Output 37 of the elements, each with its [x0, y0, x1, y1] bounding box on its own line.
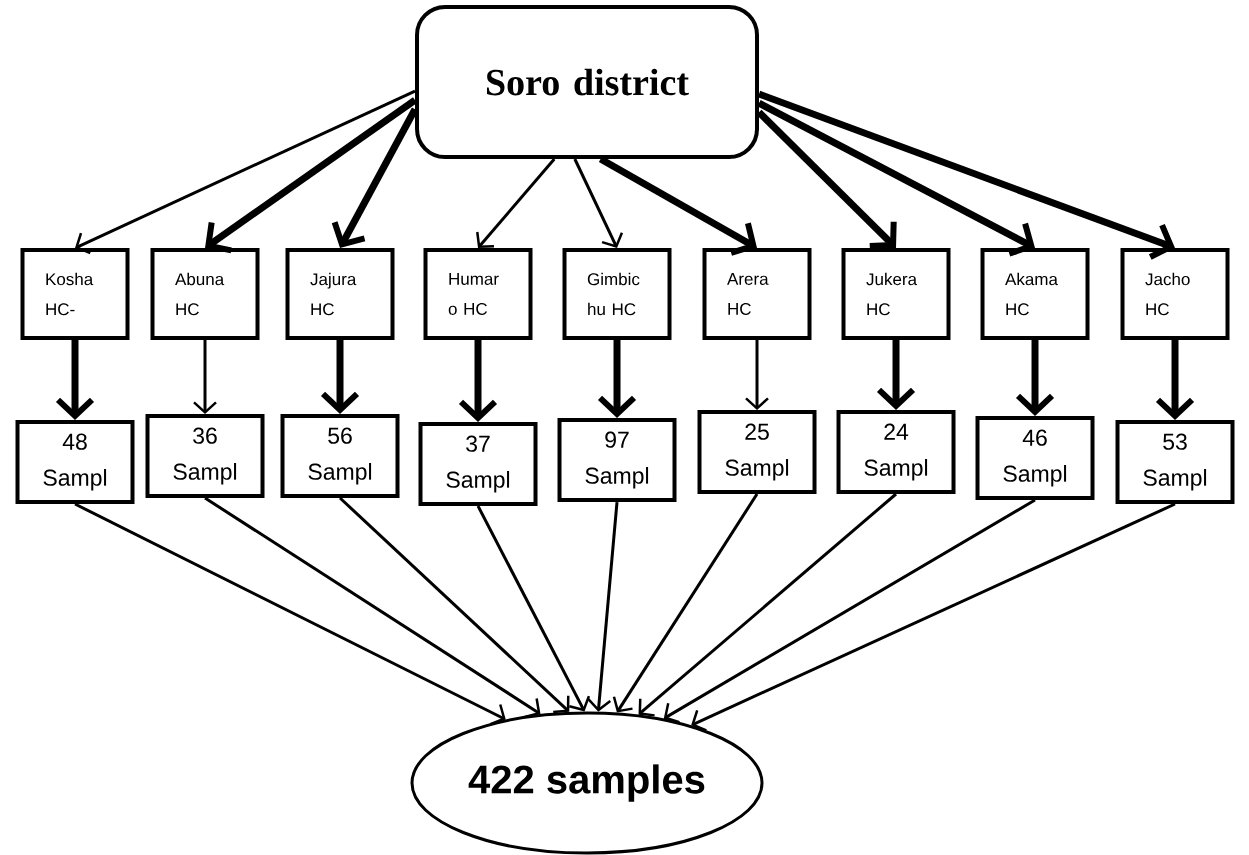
health-center-box: Jacho HC	[1120, 248, 1230, 340]
sample-box: 46 Sampl	[975, 416, 1095, 500]
arrow	[612, 493, 759, 713]
arrow	[339, 496, 570, 714]
health-center-box: Jukera HC	[841, 248, 951, 340]
arrow	[204, 496, 541, 719]
health-center-box: Jajura HC	[285, 248, 395, 340]
sample-box: 53 Sampl	[1115, 420, 1235, 504]
arrow	[75, 89, 416, 255]
health-center-box: Gimbic hu HC	[562, 248, 672, 340]
health-center-box: Akama HC	[980, 248, 1090, 340]
district-box: Soro district	[415, 5, 759, 159]
arrow	[757, 90, 1175, 260]
arrow	[205, 97, 418, 254]
health-center-box: Arera HC	[702, 248, 812, 340]
sample-box: 25 Sampl	[697, 410, 817, 494]
arrow	[476, 158, 556, 248]
arrow	[756, 109, 897, 249]
arrow	[193, 340, 217, 414]
arrow	[74, 502, 506, 726]
arrow	[757, 100, 1035, 257]
sample-box: 56 Sampl	[280, 414, 400, 498]
health-center-box: Humar o HC	[423, 248, 533, 340]
arrow	[745, 340, 769, 410]
arrow	[691, 502, 1176, 732]
sample-box: 24 Sampl	[836, 410, 956, 494]
arrow	[573, 158, 624, 248]
sample-box: 97 Sampl	[557, 418, 677, 502]
arrow	[476, 505, 591, 712]
health-center-box: Abuna HC	[150, 248, 260, 340]
arrow	[638, 492, 897, 717]
health-center-box: Kosha HC-	[20, 248, 130, 340]
arrow	[663, 498, 1036, 724]
sample-box: 37 Sampl	[418, 422, 538, 506]
sample-box: 36 Sampl	[145, 414, 265, 498]
sample-box: 48 Sampl	[15, 420, 135, 504]
arrow	[587, 501, 619, 712]
